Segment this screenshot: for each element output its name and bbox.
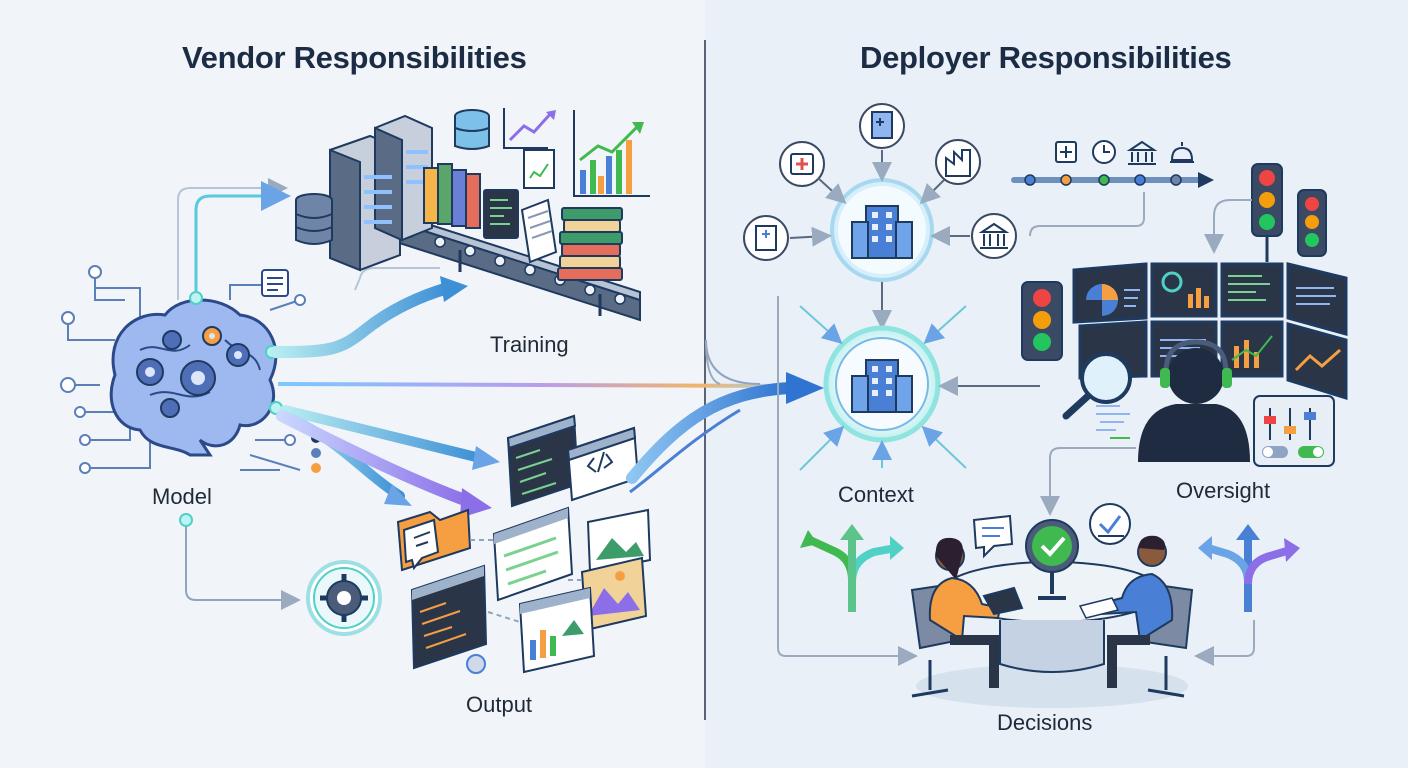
vendor-to-deployer-arrow: [626, 339, 824, 484]
model-to-output-arrows: [179, 405, 500, 610]
training-label: Training: [490, 332, 569, 357]
context-hub: [743, 103, 1040, 471]
panel-divider: [704, 40, 706, 720]
timeline-bar: [1011, 140, 1214, 237]
model-brain-icon: [60, 265, 321, 474]
model-to-context-line: [277, 382, 801, 388]
alarm-icon: [1170, 142, 1194, 163]
oversight-label: Oversight: [1176, 478, 1271, 503]
decisions-illustration: [705, 296, 1300, 708]
oversight-illustration: [1021, 163, 1348, 467]
decisions-label: Decisions: [997, 710, 1093, 735]
training-illustration: [295, 108, 650, 322]
clock-icon: [1092, 140, 1116, 164]
vendor-title: Vendor Responsibilities: [182, 40, 527, 75]
output-label: Output: [466, 692, 533, 717]
context-label: Context: [838, 482, 914, 507]
medical-cross-icon: [1055, 141, 1077, 163]
output-illustration: [306, 408, 741, 674]
model-to-training-arrows: [177, 178, 468, 358]
model-label: Model: [152, 484, 212, 509]
bank-icon: [1126, 140, 1158, 165]
deployer-title: Deployer Responsibilities: [860, 40, 1232, 75]
